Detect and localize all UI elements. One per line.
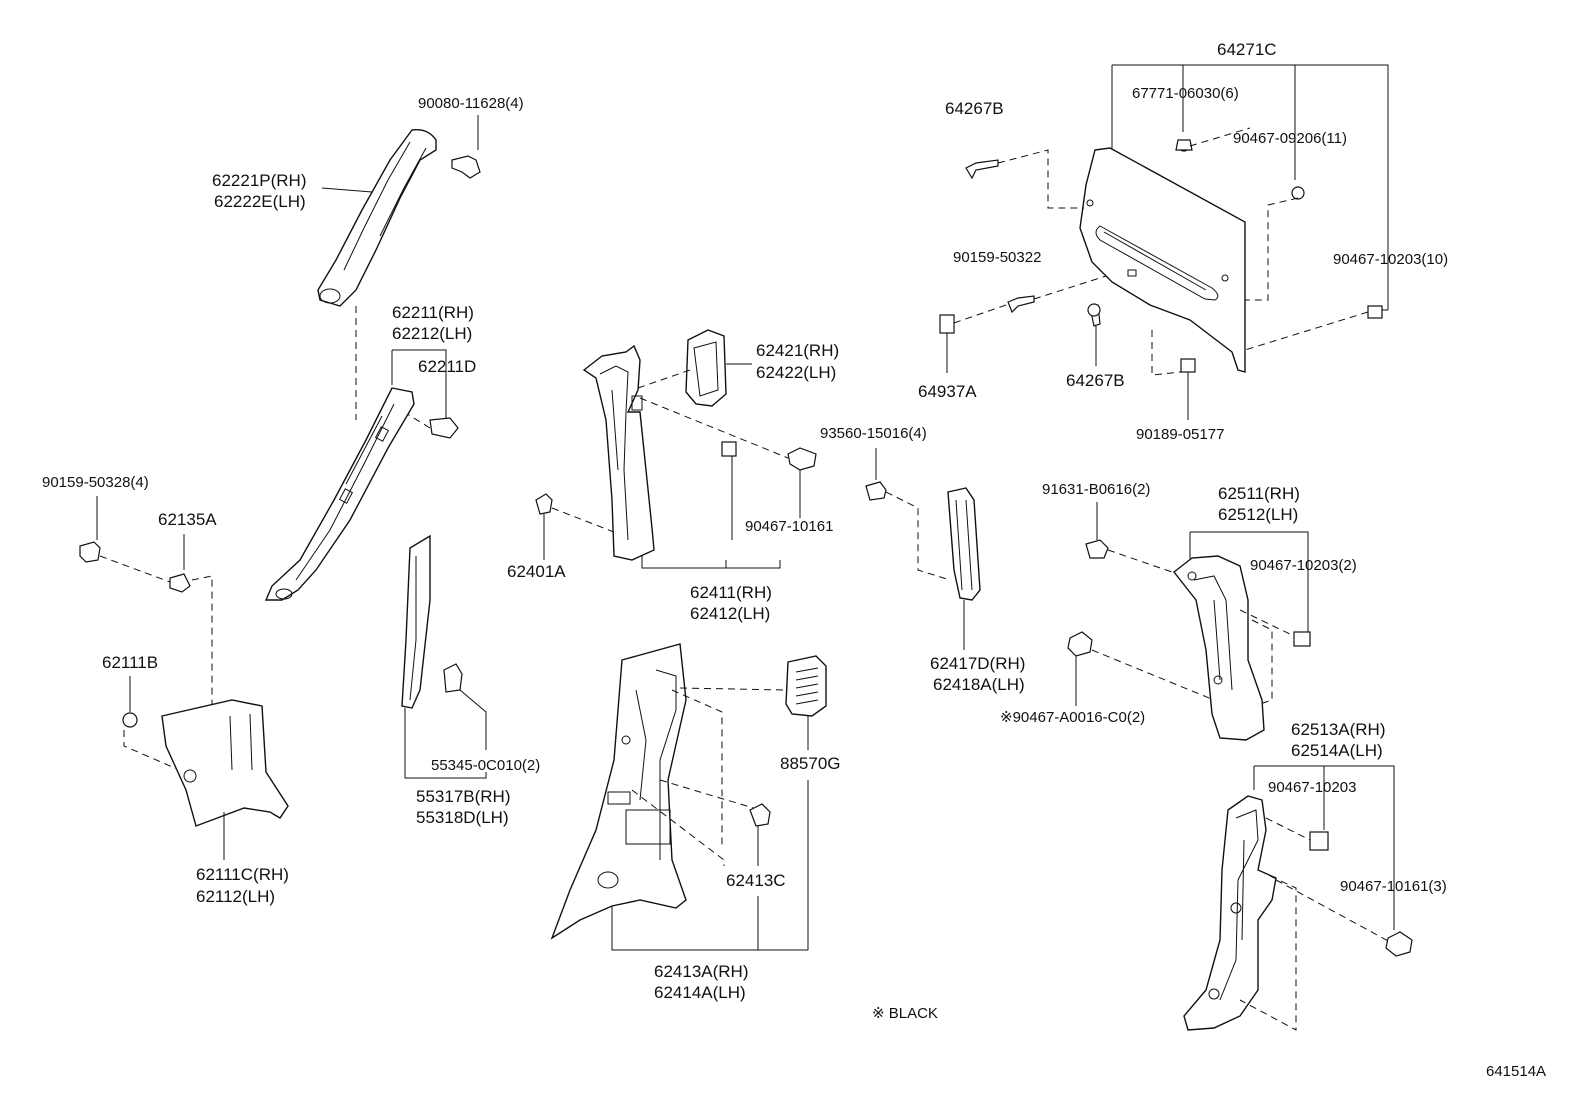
note-black: ※ BLACK [872, 1005, 938, 1022]
clip-90467-09206 [1291, 186, 1305, 200]
label-55345-0C010: 55345-0C010(2) [431, 757, 540, 774]
label-62212: 62212(LH) [392, 324, 472, 343]
nut-64937A [939, 314, 955, 334]
label-62513A: 62513A(RH) [1291, 720, 1386, 739]
clip-90467-10203-10 [1367, 305, 1383, 319]
label-90467-10161: 90467-10161 [745, 518, 833, 535]
label-55317B: 55317B(RH) [416, 787, 511, 806]
seatbelt-anchor-cover [685, 329, 727, 407]
label-64937A: 64937A [918, 382, 977, 401]
label-62111C: 62111C(RH) [196, 865, 289, 884]
label-62421: 62421(RH) [756, 341, 839, 360]
group-64271C: 64271C 67771-06030(6) 90467-09206(11) 90… [918, 40, 1448, 443]
b-pillar-lower-garnish [550, 643, 687, 940]
b-pillar-upper-garnish [582, 344, 655, 561]
label-62211: 62211(RH) [392, 303, 474, 322]
label-90467-10203-10: 90467-10203(10) [1333, 251, 1448, 268]
diagram-id: 641514A [1486, 1063, 1546, 1080]
label-67771-06030: 67771-06030(6) [1132, 85, 1239, 102]
clip-90467-10203-2 [1293, 631, 1311, 647]
a-pillar-lower-garnish [264, 387, 415, 601]
bolt-90080 [451, 155, 481, 179]
clip-90189-05177 [1180, 358, 1196, 373]
label-90080-11628: 90080-11628(4) [418, 95, 524, 112]
label-62112: 62112(LH) [196, 887, 275, 906]
clip-62401A [535, 493, 553, 515]
group-62411: 62421(RH) 62422(LH) 93560-15016(4) 90467… [507, 329, 927, 623]
label-62111B: 62111B [102, 653, 158, 672]
label-62413A: 62413A(RH) [654, 962, 749, 981]
group-62413A: 88570G 62413C 62413A(RH) 62414A(LH) [550, 643, 841, 1002]
label-62221P: 62221P(RH) [212, 171, 307, 190]
label-93560-15016: 93560-15016(4) [820, 425, 927, 442]
label-91631-B0616: 91631-B0616(2) [1042, 481, 1150, 498]
label-90159-50322: 90159-50322 [953, 249, 1041, 266]
label-62222E: 62222E(LH) [214, 192, 306, 211]
bolt-93560-15016 [865, 481, 887, 501]
label-62412: 62412(LH) [690, 604, 770, 623]
group-62511: 91631-B0616(2) 62511(RH) 62512(LH) 90467… [1000, 481, 1357, 741]
clip-90467-A0016 [1067, 631, 1093, 657]
label-62413C: 62413C [726, 871, 786, 890]
clip-62413C [749, 803, 771, 827]
group-62221P: 90080-11628(4) 62221P(RH) 62222E(LH) [212, 95, 524, 420]
clip-62111B [122, 712, 138, 728]
label-90189-05177: 90189-05177 [1136, 426, 1224, 443]
a-pillar-upper-garnish [317, 129, 437, 307]
cowl-side-trim [161, 699, 289, 827]
bolt-91631 [1085, 539, 1109, 559]
clip-90467-10161-3 [1385, 931, 1413, 957]
clip-90467-10161 [787, 447, 817, 471]
bolt-90159-50328 [79, 541, 101, 563]
screw-90159-50322 [1007, 295, 1035, 314]
label-62417D: 62417D(RH) [930, 654, 1025, 673]
label-90467-10161-3: 90467-10161(3) [1340, 878, 1447, 895]
group-62211: 62211(RH) 62212(LH) 62211D [264, 303, 476, 601]
label-62418A: 62418A(LH) [933, 675, 1025, 694]
group-55317B: 55345-0C010(2) 55317B(RH) 55318D(LH) [401, 534, 540, 827]
label-62401A: 62401A [507, 562, 566, 581]
c-pillar-lower-garnish [1183, 795, 1277, 1031]
quarter-trim-panel [1079, 147, 1246, 373]
clip-55345-0C010 [443, 663, 463, 693]
c-pillar-upper-garnish [1173, 555, 1265, 741]
label-62511: 62511(RH) [1218, 484, 1300, 503]
center-pillar-garnish-62417D [947, 487, 981, 601]
label-62135A: 62135A [158, 510, 217, 529]
label-62414A: 62414A(LH) [654, 983, 746, 1002]
label-90467-10203: 90467-10203 [1268, 779, 1356, 796]
label-64271C: 64271C [1217, 40, 1277, 59]
clip-62211D [429, 417, 459, 439]
label-90467-A0016: ※90467-A0016-C0(2) [1000, 709, 1145, 726]
group-62513A: 62513A(RH) 62514A(LH) 90467-10203 90467-… [1183, 720, 1447, 1031]
label-64267B-top: 64267B [945, 99, 1004, 118]
label-62211D: 62211D [418, 357, 476, 376]
label-55318D: 55318D(LH) [416, 808, 509, 827]
screw-64267B-top [965, 159, 999, 180]
group-62417D: 62417D(RH) 62418A(LH) [865, 448, 1025, 694]
label-90467-09206: 90467-09206(11) [1233, 130, 1347, 147]
label-88570G: 88570G [780, 754, 841, 773]
label-62422: 62422(LH) [756, 363, 836, 382]
group-62111C: 90159-50328(4) 62135A 62111B 62111C(RH) … [42, 474, 289, 906]
label-62514A: 62514A(LH) [1291, 741, 1383, 760]
label-90467-10203-2: 90467-10203(2) [1250, 557, 1357, 574]
label-62411: 62411(RH) [690, 583, 772, 602]
label-90159-50328: 90159-50328(4) [42, 474, 149, 491]
label-62512: 62512(LH) [1218, 505, 1298, 524]
label-64267B-bottom: 64267B [1066, 371, 1125, 390]
clip-90179-06083 [721, 441, 737, 457]
clip-90467-10203 [1309, 831, 1329, 851]
clip-62135A [169, 573, 191, 593]
